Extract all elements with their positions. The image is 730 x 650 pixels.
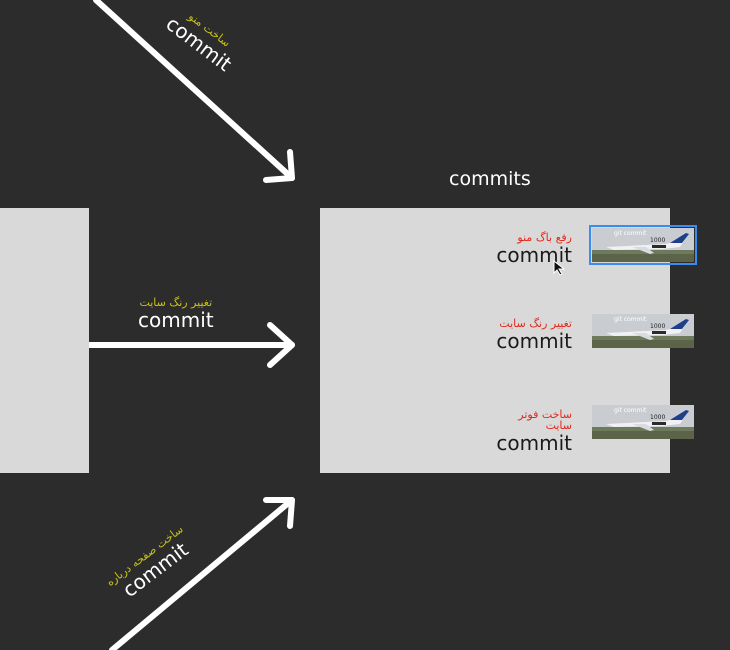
airplane-thumbnail-icon[interactable]: 1000 git commit bbox=[592, 314, 694, 348]
commit-label: commit bbox=[496, 431, 572, 455]
commit-message: ساخت فوتر سایت bbox=[518, 408, 572, 432]
commit-message: رفع باگ منو bbox=[517, 231, 572, 244]
left-panel bbox=[0, 208, 89, 473]
airplane-thumbnail-icon[interactable]: 1000 git commit bbox=[589, 225, 697, 265]
commit-item-texts: ساخت فوتر سایت commit bbox=[496, 409, 572, 453]
bottom-arrow-head bbox=[263, 497, 295, 529]
middle-arrow-label: تغییر رنگ سایت commit bbox=[138, 297, 214, 330]
bottom-arrow-line bbox=[109, 497, 295, 650]
commit-item-texts: تغییر رنگ سایت commit bbox=[496, 318, 572, 351]
svg-text:1000: 1000 bbox=[650, 414, 665, 421]
commit-item[interactable]: تغییر رنگ سایت commit 1000 git commit bbox=[496, 314, 712, 358]
thumbnail-caption: git commit bbox=[614, 407, 647, 414]
thumbnail-caption: git commit bbox=[614, 230, 647, 237]
airplane-thumbnail-icon[interactable]: 1000 git commit bbox=[592, 405, 694, 439]
cursor-icon bbox=[553, 260, 566, 276]
commit-item[interactable]: ساخت فوتر سایت commit 1000 git commit bbox=[496, 405, 712, 453]
top-arrow-line bbox=[93, 0, 295, 181]
thumbnail-caption: git commit bbox=[614, 316, 647, 323]
commit-label: commit bbox=[496, 329, 572, 353]
commit-label: commit bbox=[496, 243, 572, 267]
commit-message: تغییر رنگ سایت bbox=[499, 317, 572, 330]
svg-text:1000: 1000 bbox=[650, 323, 665, 330]
middle-arrow-commit: commit bbox=[138, 308, 214, 332]
svg-text:1000: 1000 bbox=[650, 237, 665, 244]
middle-arrow-head bbox=[267, 322, 295, 368]
panel-title: commits bbox=[449, 168, 531, 190]
commit-item-texts: رفع باگ منو commit bbox=[496, 232, 572, 265]
commit-item[interactable]: رفع باگ منو commit 1000 git commit bbox=[496, 225, 712, 272]
top-arrow-head bbox=[263, 149, 295, 183]
middle-arrow-message: تغییر رنگ سایت bbox=[139, 296, 213, 309]
